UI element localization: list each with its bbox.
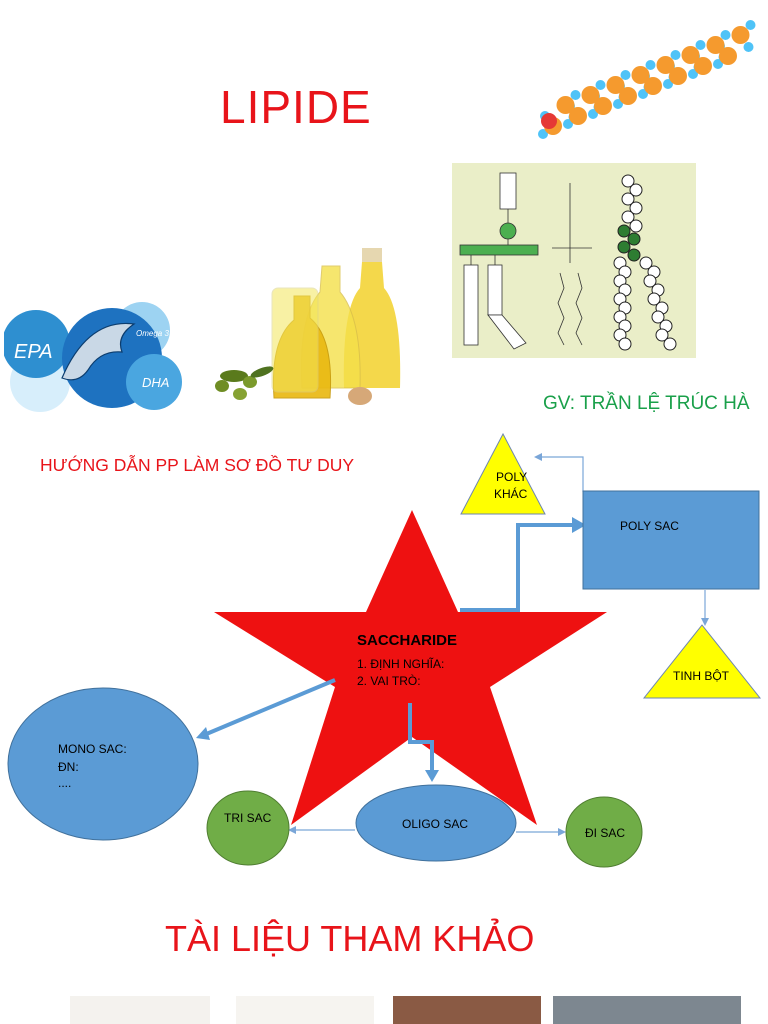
hydrogen-atom (588, 109, 598, 119)
oligo-sac-ellipse (355, 784, 517, 862)
carbon-atom (556, 96, 575, 114)
poly-khac-line2: KHÁC (494, 487, 528, 501)
phospholipid-diagram (452, 163, 696, 358)
mono-sac-line3: .... (58, 776, 72, 790)
saccharide-star (214, 510, 607, 825)
arrow-poly-sac-to-poly-khac (538, 456, 584, 492)
atom-sphere (621, 192, 635, 206)
tri-sac-circle (206, 790, 290, 866)
carbon-atom (569, 107, 587, 125)
references-heading: TÀI LIỆU THAM KHẢO (165, 918, 535, 959)
hydrogen-atom (695, 40, 706, 50)
carbon-atom (681, 46, 700, 64)
center-title: SACCHARIDE (357, 632, 458, 649)
atom-sphere (629, 219, 643, 233)
di-sac-label: ĐI SAC (585, 826, 626, 840)
carbon-atom (581, 86, 600, 104)
carbon-atom (594, 97, 612, 115)
atom-sphere (617, 240, 631, 254)
hydrogen-atom (645, 60, 656, 70)
mono-sac-circle (7, 687, 199, 841)
arrow-star-to-mono-sac (203, 678, 336, 737)
oxygen-atom (541, 113, 557, 129)
hydrogen-atom (613, 99, 623, 109)
atom-sphere (621, 210, 635, 224)
phospholipid-schematic (459, 172, 539, 350)
hydrogen-atom (570, 90, 581, 100)
poly-khac-triangle (460, 432, 546, 515)
carbon-atom (694, 57, 712, 75)
carbon-atom (731, 26, 750, 44)
atom-sphere (627, 232, 641, 246)
tinh-bot-label: TINH BỘT (673, 669, 729, 683)
atom-sphere (618, 337, 632, 351)
atom-sphere (639, 256, 653, 270)
carbon-atom (631, 66, 650, 84)
hydrogen-atom (670, 50, 681, 60)
atom-sphere (651, 310, 665, 324)
carbon-atom (706, 36, 725, 54)
center-item-2: 2. VAI TRÒ: (357, 674, 421, 688)
oligo-sac-label: OLIGO SAC (402, 817, 469, 831)
hydrogen-atom (538, 129, 548, 139)
atom-sphere (617, 224, 631, 238)
carbon-atom (619, 87, 637, 105)
hydrogen-atom (688, 69, 698, 79)
hydrogen-atom (663, 79, 673, 89)
atom-sphere (629, 183, 643, 197)
hydrogen-atom (595, 80, 606, 90)
carbon-atom (719, 47, 737, 65)
poly-khac-line1: POLY (496, 470, 528, 484)
carbon-atom (606, 76, 625, 94)
hydrogen-atom (638, 89, 648, 99)
atom-sphere (647, 292, 661, 306)
hydrogen-atom (713, 59, 723, 69)
mono-sac-line1: MONO SAC: (58, 742, 127, 756)
carbon-atom (644, 77, 662, 95)
teacher-name: GV: TRẦN LỆ TRÚC HÀ (543, 393, 750, 414)
atom-sphere (629, 201, 643, 215)
center-item-1: 1. ĐỊNH NGHĨA: (357, 657, 445, 671)
poly-sac-label: POLY SAC (620, 519, 679, 533)
fish-icon (61, 322, 136, 381)
reference-book-4 (553, 996, 741, 1024)
guide-heading: HƯỚNG DẪN PP LÀM SƠ ĐỒ TƯ DUY (40, 455, 355, 475)
di-sac-circle (565, 796, 643, 868)
epa-dha-fish-logo: EPA Omega 3 DHA (4, 302, 182, 412)
carbon-atom (669, 67, 687, 85)
reference-book-3 (393, 996, 541, 1024)
tinh-bot-triangle (642, 624, 762, 699)
atom-sphere (621, 174, 635, 188)
hydrogen-atom (620, 70, 631, 80)
hydrogen-atom (720, 30, 731, 40)
epa-label: EPA (14, 341, 53, 363)
atom-sphere (663, 337, 677, 351)
atom-sphere (627, 248, 641, 262)
poly-sac-box (582, 490, 760, 590)
reference-book-1 (70, 996, 210, 1024)
page-title: LIPIDE (220, 81, 372, 133)
hydrogen-atom (745, 20, 756, 30)
dha-label: DHA (142, 375, 169, 390)
carbon-atom (656, 56, 675, 74)
molecule-image (538, 20, 756, 139)
arrow-star-to-poly-sac (460, 523, 574, 612)
hydrogen-atom (743, 42, 754, 52)
atom-sphere (643, 274, 657, 288)
hydrogen-atom (563, 119, 573, 129)
reference-book-2 (236, 996, 374, 1024)
olive-oil-image (215, 248, 401, 405)
mono-sac-line2: ĐN: (58, 760, 79, 774)
arrow-star-to-oligo-sac (408, 703, 434, 772)
chemical-formula (552, 183, 592, 346)
omega-label: Omega 3 (136, 329, 169, 338)
atom-sphere (655, 328, 669, 342)
tri-sac-label: TRI SAC (224, 811, 272, 825)
